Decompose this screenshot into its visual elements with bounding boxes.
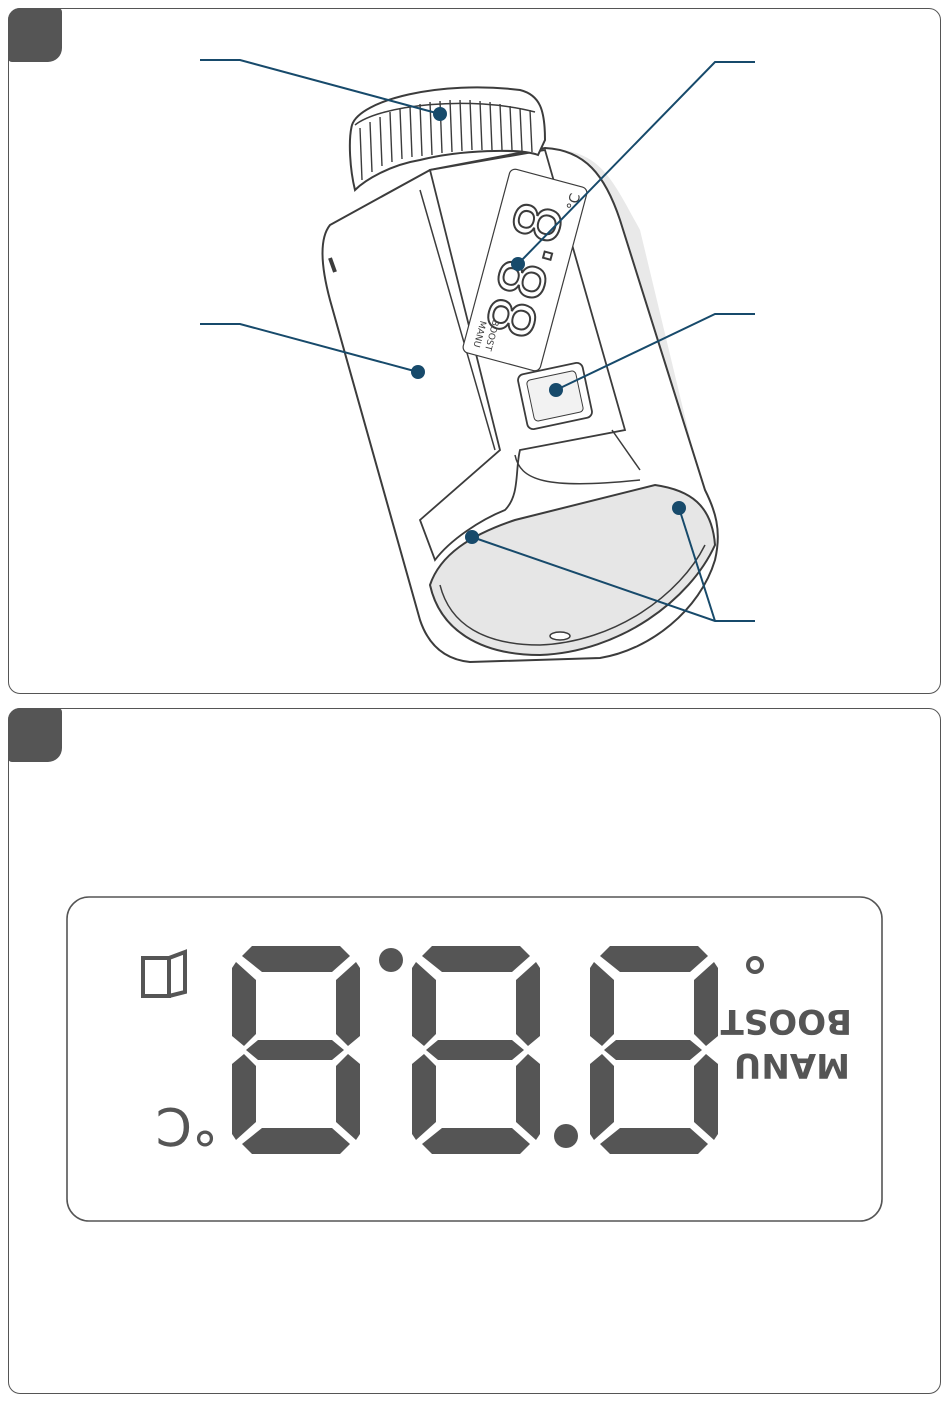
decimal-point-lower xyxy=(554,1124,578,1148)
manu-label: MANU xyxy=(734,1045,850,1085)
unit-symbol: °C xyxy=(156,1095,218,1155)
figure-number-badge-2 xyxy=(8,708,62,762)
lcd-display-detail: BOOST MANU °C xyxy=(0,880,950,1240)
thermostat-illustration: 88.8 MANU BOOST °C xyxy=(0,0,950,700)
callout-dot-mount-a xyxy=(465,530,479,544)
callout-dot-wheel xyxy=(433,107,447,121)
callout-dot-mount-b xyxy=(672,501,686,515)
decimal-point-upper xyxy=(379,948,403,972)
callout-dot-button xyxy=(549,383,563,397)
boost-label: BOOST xyxy=(720,1001,852,1041)
callout-dot-housing xyxy=(411,365,425,379)
callout-dot-display xyxy=(511,257,525,271)
unit-symbol-text: °C xyxy=(156,1095,218,1155)
